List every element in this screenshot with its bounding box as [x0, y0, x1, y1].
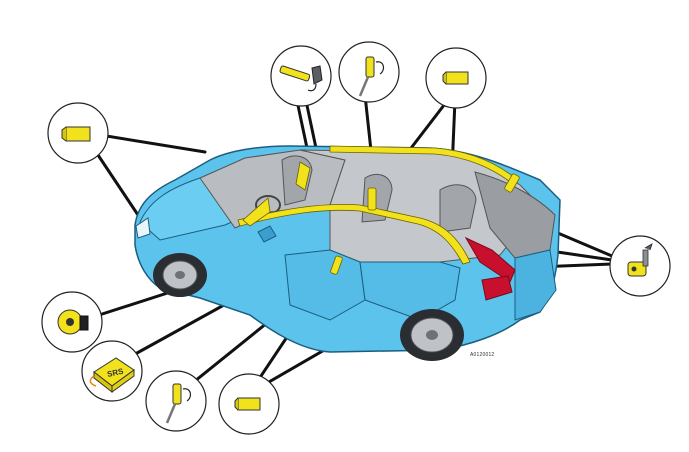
rear-wheel — [400, 309, 464, 361]
callout-door-sensor — [218, 373, 280, 435]
callout-buckle-switch — [609, 235, 671, 297]
callout-srs-module: SRS — [81, 340, 143, 402]
tailgate — [514, 249, 557, 321]
crash-sensor-icon — [234, 397, 261, 411]
pretensioner-front-part — [367, 187, 377, 211]
airbag-inflator-icon — [279, 65, 323, 92]
srs-label: SRS — [106, 367, 125, 379]
taillight-upper — [464, 236, 516, 283]
pretensioner-rear-part — [330, 255, 343, 275]
ignition-switch-icon — [57, 309, 89, 335]
rear-door — [359, 261, 461, 321]
callout-ignition — [41, 291, 103, 353]
callout-side-sensor — [425, 47, 487, 109]
buckle-switch-icon — [627, 243, 653, 277]
srs-components — [237, 145, 520, 275]
headlight — [135, 217, 151, 239]
callout-pretensioner-rear — [145, 370, 207, 432]
callout-curtain-inflator — [270, 45, 332, 107]
seatbelt-pretensioner-icon — [165, 383, 192, 424]
crash-sensor-icon — [61, 126, 91, 142]
srs-module-icon: SRS — [89, 357, 135, 394]
front-wheel — [153, 253, 207, 297]
crash-sensor-icon — [442, 71, 469, 85]
figure-reference-code: A0120012 — [470, 352, 495, 358]
rear-sensor-part — [504, 173, 520, 193]
callout-front-sensor — [47, 102, 109, 164]
driver-airbag — [295, 161, 311, 191]
car-illustration — [134, 145, 561, 361]
passenger-airbag — [242, 197, 271, 227]
callout-pretensioner-front — [338, 41, 400, 103]
taillight-lower — [481, 275, 513, 301]
side-mirror — [257, 225, 277, 243]
rear-seat — [439, 184, 477, 233]
curtain-airbag-side — [237, 203, 471, 265]
seatbelt-pretensioner-icon — [358, 56, 385, 97]
callouts: SRS — [41, 41, 671, 435]
